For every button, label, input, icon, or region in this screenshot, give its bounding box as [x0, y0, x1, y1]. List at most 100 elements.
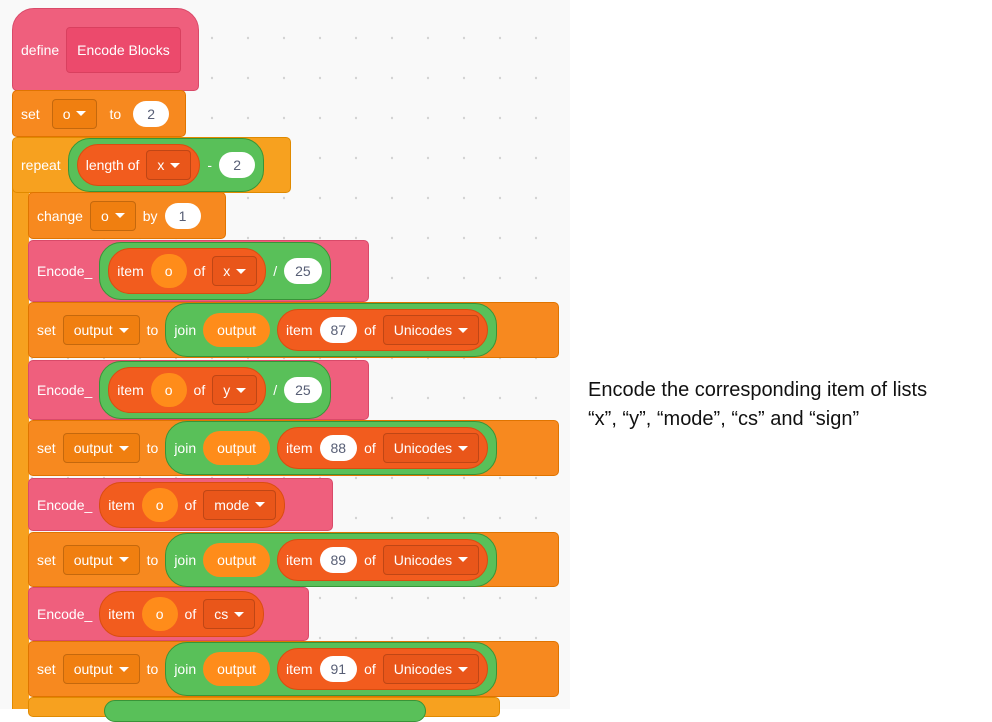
list-dropdown[interactable]: Unicodes [382, 654, 480, 684]
list-name: x [157, 157, 165, 173]
item-label: item [117, 263, 144, 279]
encode-label: Encode_ [37, 606, 93, 622]
encode-label: Encode_ [37, 382, 93, 398]
of-label: of [364, 551, 376, 568]
item-label: item [117, 382, 144, 398]
variable-name: output [73, 322, 113, 338]
value-input[interactable]: 2 [219, 152, 256, 178]
item-of-reporter[interactable]: item 89 of Unicodes [277, 538, 489, 581]
variable-reporter[interactable]: output [203, 542, 271, 577]
partial-operator[interactable] [104, 700, 426, 722]
value-input[interactable]: 1 [164, 202, 201, 229]
index-input[interactable]: 88 [319, 435, 358, 461]
variable-reporter[interactable]: o [141, 597, 178, 631]
set-o-block[interactable]: set o to 2 [12, 90, 186, 137]
caret-down-icon [458, 327, 469, 333]
value-input[interactable]: 25 [284, 258, 322, 284]
variable-reporter[interactable]: o [150, 254, 187, 288]
caret-down-icon [236, 268, 247, 274]
list-dropdown[interactable]: Unicodes [382, 544, 480, 575]
variable-reporter[interactable]: o [150, 373, 187, 407]
encode-label: Encode_ [37, 263, 93, 279]
list-name: mode [214, 496, 250, 513]
caret-down-icon [118, 666, 129, 672]
list-dropdown[interactable]: Unicodes [382, 315, 480, 345]
variable-dropdown[interactable]: output [62, 544, 140, 575]
list-dropdown[interactable]: y [212, 375, 258, 405]
variable-dropdown[interactable]: output [62, 654, 140, 684]
by-label: by [142, 207, 158, 224]
item-of-reporter[interactable]: item 88 of Unicodes [277, 427, 489, 469]
caret-down-icon [76, 111, 87, 116]
minus-label: - [207, 157, 213, 173]
list-dropdown[interactable]: cs [203, 599, 256, 629]
annotation-line-1: Encode the corresponding item of lists [588, 379, 928, 401]
caret-down-icon [458, 557, 469, 562]
variable-reporter[interactable]: o [141, 487, 178, 522]
variable-reporter[interactable]: output [203, 431, 271, 465]
list-name: Unicodes [393, 551, 453, 568]
list-dropdown[interactable]: Unicodes [382, 433, 480, 463]
caret-down-icon [118, 445, 129, 451]
of-label: of [193, 382, 206, 398]
define-block[interactable]: define Encode Blocks [12, 8, 199, 91]
item-label: item [286, 551, 313, 568]
list-name: cs [214, 606, 229, 622]
list-dropdown[interactable]: x [146, 150, 192, 180]
to-label: to [109, 105, 122, 122]
divide-label: / [273, 382, 278, 398]
variable-dropdown[interactable]: o [51, 98, 98, 129]
variable-reporter[interactable]: output [203, 313, 271, 347]
variable-dropdown[interactable]: o [89, 200, 136, 231]
list-dropdown[interactable]: mode [203, 489, 277, 520]
value-input[interactable]: 25 [284, 377, 322, 403]
to-label: to [146, 440, 159, 456]
of-label: of [364, 440, 376, 456]
index-input[interactable]: 87 [319, 317, 358, 343]
index-input[interactable]: 91 [319, 656, 358, 682]
to-label: to [146, 322, 159, 338]
value-input[interactable]: 2 [133, 100, 170, 127]
divide-label: / [273, 263, 278, 279]
variable-dropdown[interactable]: output [62, 315, 140, 345]
index-input[interactable]: 89 [319, 546, 358, 573]
set-label: set [21, 105, 40, 122]
variable-reporter[interactable]: output [203, 652, 271, 686]
item-label: item [286, 440, 313, 456]
custom-block-prototype[interactable]: Encode Blocks [66, 26, 181, 73]
encode-label: Encode_ [37, 496, 93, 513]
list-name: y [223, 382, 231, 398]
caret-down-icon [114, 213, 125, 218]
caret-down-icon [118, 327, 129, 333]
list-dropdown[interactable]: x [212, 256, 258, 286]
item-label: item [286, 322, 313, 338]
change-o-block[interactable]: change o by 1 [28, 192, 226, 239]
variable-dropdown[interactable]: output [62, 433, 140, 463]
join-label: join [174, 322, 197, 338]
of-label: of [364, 661, 376, 677]
partial-next-block[interactable] [28, 697, 500, 722]
